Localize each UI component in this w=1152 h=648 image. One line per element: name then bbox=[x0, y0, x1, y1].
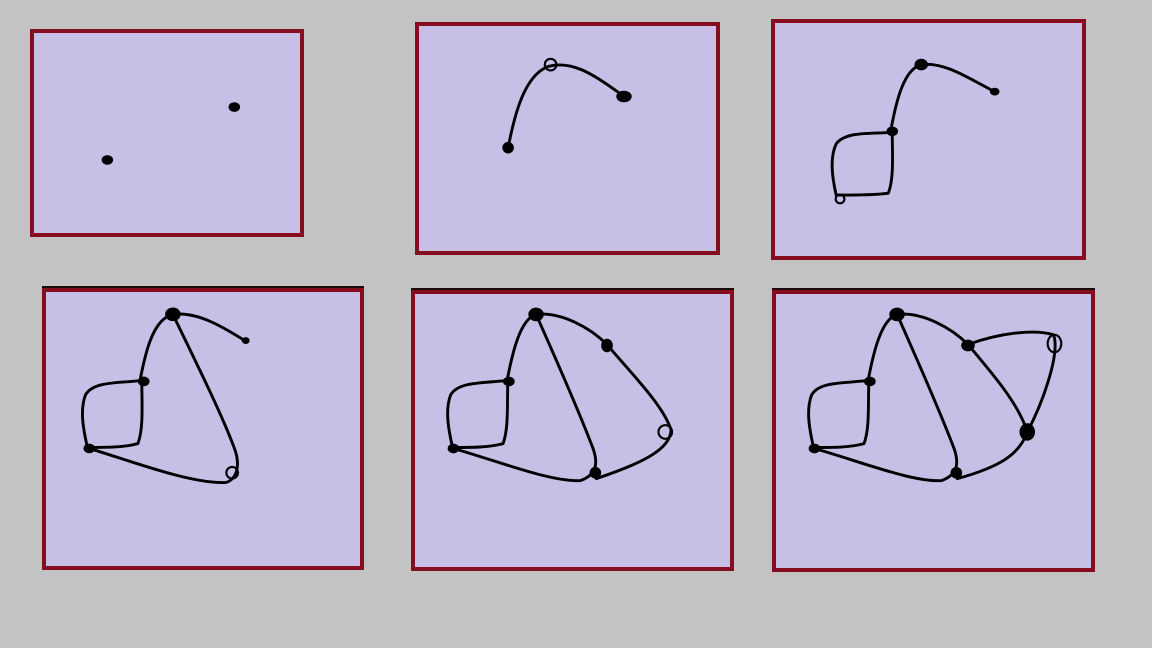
vertex-point bbox=[808, 443, 821, 454]
vertex-point bbox=[886, 126, 899, 137]
vertex-point bbox=[101, 155, 114, 165]
vertex-point bbox=[528, 307, 544, 322]
panel-step-3 bbox=[771, 19, 1086, 260]
vertex-point bbox=[1019, 423, 1036, 441]
vertex-point bbox=[989, 87, 1000, 96]
panel-4-drawing bbox=[81, 307, 250, 484]
open-vertex bbox=[225, 465, 240, 480]
panel-1-drawing bbox=[101, 102, 241, 165]
open-vertex bbox=[543, 57, 558, 72]
panel-step-6 bbox=[772, 290, 1095, 572]
vertex-point bbox=[950, 466, 963, 479]
vertex-point bbox=[864, 376, 876, 387]
vertex-point bbox=[914, 58, 929, 71]
open-vertex bbox=[834, 193, 846, 205]
arc-edge bbox=[866, 312, 970, 383]
arc-edge bbox=[138, 312, 247, 383]
vertex-point bbox=[503, 376, 515, 387]
vertex-point bbox=[447, 443, 460, 454]
vertex-point bbox=[228, 102, 241, 112]
vertex-point bbox=[616, 90, 632, 103]
curve-edge bbox=[452, 312, 598, 483]
arc-edge bbox=[888, 62, 997, 135]
open-vertex bbox=[1046, 333, 1063, 354]
loop-edge bbox=[446, 379, 510, 449]
arc-edge bbox=[506, 63, 625, 150]
loop-edge bbox=[807, 379, 871, 449]
loop-edge bbox=[81, 378, 144, 449]
panel-6-drawing bbox=[807, 307, 1063, 483]
panel-step-1 bbox=[30, 29, 304, 237]
curve-edge bbox=[594, 343, 673, 481]
loop-edge bbox=[830, 130, 895, 197]
vertex-point bbox=[502, 141, 514, 154]
vertex-point bbox=[165, 307, 181, 322]
curve-edge bbox=[87, 312, 239, 484]
panel-step-5 bbox=[411, 290, 734, 571]
vertex-point bbox=[137, 376, 150, 387]
panel-2-drawing bbox=[502, 57, 632, 154]
vertex-point bbox=[589, 466, 602, 479]
panel-step-2 bbox=[415, 22, 720, 255]
panel-3-drawing bbox=[830, 58, 1000, 205]
vertex-point bbox=[601, 338, 613, 353]
arc-edge bbox=[505, 312, 609, 383]
vertex-point bbox=[961, 339, 975, 352]
open-vertex bbox=[657, 424, 674, 440]
vertex-point bbox=[83, 443, 96, 454]
curve-edge bbox=[813, 312, 959, 483]
curve-edge bbox=[955, 343, 1029, 481]
vertex-point bbox=[241, 337, 250, 344]
panel-step-4 bbox=[42, 288, 364, 570]
panel-5-drawing bbox=[446, 307, 674, 483]
vertex-point bbox=[889, 307, 905, 322]
curve-edge bbox=[966, 330, 1057, 434]
